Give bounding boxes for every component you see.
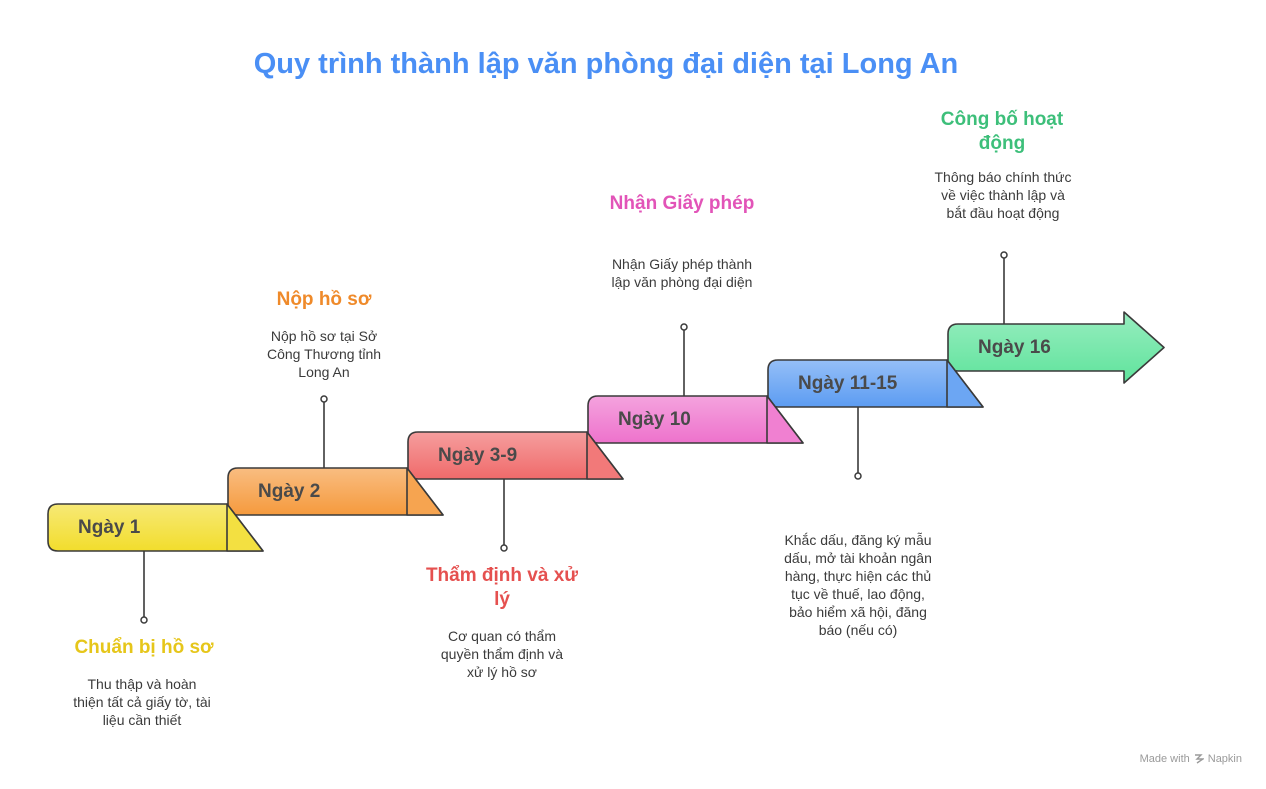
connector-dot-6 [1000, 251, 1008, 259]
step-description-3: Cơ quan có thẩm quyền thẩm định và xử lý… [440, 628, 564, 680]
step-box-1 [47, 503, 264, 552]
step-heading-2: Nộp hồ sơ [276, 289, 372, 310]
step-box-3 [407, 431, 624, 480]
step-heading-4: Nhận Giấy phép [609, 193, 755, 214]
fold-corner-2 [406, 467, 444, 516]
step-day-label-4: Ngày 10 [618, 409, 691, 430]
page-title: Quy trình thành lập văn phòng đại diện t… [253, 48, 959, 80]
fold-corner-5 [946, 359, 984, 408]
step-day-label-1: Ngày 1 [78, 517, 141, 538]
fold-corner-1 [226, 503, 264, 552]
step-heading-6: Công bố hoạt động [940, 109, 1064, 154]
step-description-6: Thông báo chính thức về việc thành lập v… [934, 169, 1072, 221]
step-description-4: Nhận Giấy phép thành lập văn phòng đại d… [611, 256, 753, 290]
step-description-1: Thu thập và hoàn thiện tất cả giấy tờ, t… [73, 676, 211, 728]
step-shape-1 [47, 503, 264, 552]
connector-dot-1 [140, 616, 148, 624]
step-day-label-2: Ngày 2 [258, 481, 321, 502]
made-with-text: Made with [1139, 753, 1190, 765]
step-day-label-6: Ngày 16 [978, 337, 1051, 358]
napkin-icon [1194, 754, 1204, 764]
connector-dot-3 [500, 544, 508, 552]
footer: Made with Napkin [1140, 753, 1242, 765]
step-heading-1: Chuẩn bị hồ sơ [74, 637, 214, 658]
fold-corner-4 [766, 395, 804, 444]
connector-dot-4 [680, 323, 688, 331]
connector-dot-2 [320, 395, 328, 403]
fold-corner-3 [586, 431, 624, 480]
step-description-5: Khắc dấu, đăng ký mẫu dấu, mở tài khoản … [784, 532, 932, 638]
step-box-5 [767, 359, 984, 408]
step-day-label-5: Ngày 11-15 [798, 373, 898, 394]
connector-dot-5 [854, 472, 862, 480]
step-description-2: Nộp hồ sơ tại Sở Công Thương tỉnh Long A… [266, 328, 382, 380]
step-heading-3: Thẩm định và xử lý [425, 565, 579, 610]
napkin-brand: Napkin [1207, 753, 1242, 765]
step-day-label-3: Ngày 3-9 [438, 445, 518, 466]
